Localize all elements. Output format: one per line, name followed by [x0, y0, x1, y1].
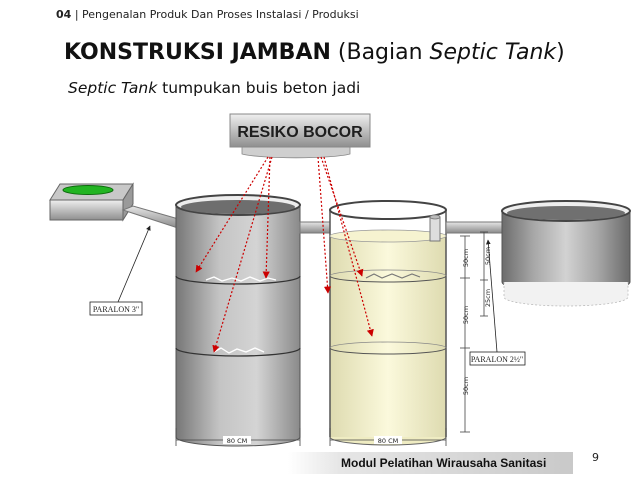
leak-arrow-4 [317, 156, 332, 294]
dim-label-25cm: 25cm [484, 289, 492, 307]
chapter-number: 04 [56, 8, 72, 21]
risk-label: RESIKO BOCOR [237, 124, 363, 141]
leak-arrows [195, 156, 374, 353]
page-title: KONSTRUKSI JAMBAN (Bagian Septic Tank) [64, 40, 565, 65]
dim-label-50cm-mid: 50cm [462, 306, 470, 324]
page-subtitle: Septic Tank tumpukan buis beton jadi [68, 79, 360, 97]
outlet-pipe [445, 221, 505, 234]
pipe-label-left-text: PARALON 3" [93, 305, 139, 314]
inlet-pipe [121, 205, 183, 229]
leak-arrow-6 [323, 156, 374, 337]
dim-label-50cm-bottom: 50cm [462, 377, 470, 395]
title-bold: KONSTRUKSI JAMBAN [64, 40, 331, 65]
header-text: Pengenalan Produk Dan Proses Instalasi /… [82, 8, 359, 21]
header-line: 04 | Pengenalan Produk Dan Proses Instal… [56, 8, 359, 21]
toilet-bowl-icon [62, 185, 114, 195]
dimension-lines [175, 231, 488, 446]
header-separator: | [74, 8, 79, 21]
width-label-left: 80 CM [227, 437, 247, 445]
title-close: ) [556, 40, 565, 65]
title-open: (Bagian [337, 40, 430, 65]
subtitle-rest: tumpukan buis beton jadi [162, 79, 361, 97]
pipe-label-right: PARALON 2½" [469, 239, 526, 366]
leak-arrow-3 [212, 156, 273, 353]
left-tank [175, 194, 301, 447]
pipe-label-right-text: PARALON 2½" [471, 355, 523, 364]
title-italic: Septic Tank [429, 40, 557, 65]
middle-tank [329, 200, 447, 446]
footer-text: Modul Pelatihan Wirausaha Sanitasi [341, 456, 547, 470]
subtitle-italic: Septic Tank [68, 79, 158, 97]
risk-box: RESIKO BOCOR [229, 113, 371, 159]
footer-band [288, 452, 573, 474]
right-tank [501, 200, 631, 307]
leak-arrow-5 [320, 156, 364, 277]
leak-arrow-1 [195, 156, 269, 273]
dim-label-50cm-right: 50cm [484, 247, 492, 265]
width-label-right: 80 CM [378, 437, 398, 445]
dim-label-50cm-top: 50cm [462, 249, 470, 267]
toilet-box [49, 182, 134, 222]
connector-pipe [299, 221, 331, 234]
pipe-label-left: PARALON 3" [89, 225, 151, 316]
leak-arrow-2 [262, 156, 271, 279]
page-number: 9 [592, 451, 599, 464]
